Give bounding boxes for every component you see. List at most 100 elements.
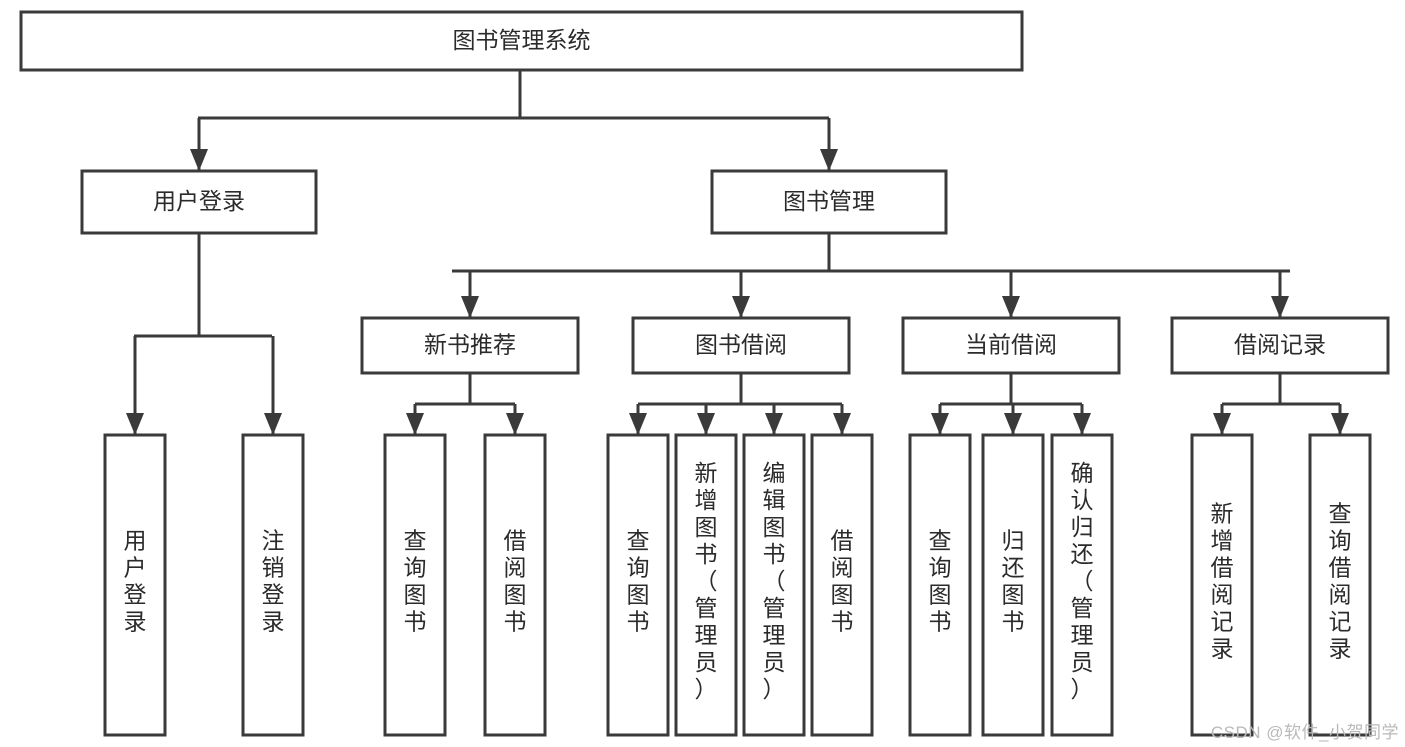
arrow-head-icon — [833, 413, 851, 435]
leaf-node-5[interactable]: 新增图书（管理员） — [674, 433, 738, 737]
leaf-node-rect[interactable] — [674, 433, 738, 737]
leaf-node-rect[interactable] — [483, 433, 547, 737]
arrow-head-icon — [1213, 413, 1231, 435]
arrow-head-icon — [931, 413, 949, 435]
drop-to-leaf-5 — [697, 404, 715, 435]
leaf-node-rect[interactable] — [1050, 433, 1114, 737]
arrow-head-icon — [406, 413, 424, 435]
level3-node-rect[interactable] — [1170, 316, 1390, 375]
drop-to-level2-0 — [190, 118, 208, 171]
leaf-node-rect[interactable] — [981, 433, 1045, 737]
arrow-head-icon — [1331, 413, 1349, 435]
arrow-head-icon — [629, 413, 647, 435]
arrow-head-icon — [1004, 413, 1022, 435]
arrow-head-icon — [765, 413, 783, 435]
arrow-head-icon — [264, 413, 282, 435]
leaf-node-label: 借阅图书 — [504, 528, 527, 635]
login-bus — [134, 233, 272, 338]
drop-to-leaf-6 — [765, 404, 783, 435]
leaf-node-3[interactable]: 借阅图书 — [483, 433, 547, 737]
arrow-head-icon — [506, 413, 524, 435]
leaf-node-label: 新增图书（管理员） — [695, 460, 718, 702]
borrow-bus — [638, 373, 842, 406]
drop-to-level3-1 — [732, 271, 750, 318]
level2-node-rect[interactable] — [710, 169, 948, 235]
leaf-node-9[interactable]: 归还图书 — [981, 433, 1045, 737]
level3-node-3[interactable]: 借阅记录 — [1170, 316, 1390, 375]
leaf-node-10[interactable]: 确认归还（管理员） — [1050, 433, 1114, 737]
leaf-node-8[interactable]: 查询图书 — [908, 433, 972, 737]
leaf-node-label: 查询图书 — [929, 528, 952, 635]
level3-node-label: 当前借阅 — [965, 332, 1057, 358]
leaf-node-6[interactable]: 编辑图书（管理员） — [742, 433, 806, 737]
leaf-node-rect[interactable] — [383, 433, 447, 737]
leaf-node-label: 确认归还（管理员） — [1071, 460, 1094, 702]
leaf-node-label: 归还图书 — [1002, 528, 1025, 635]
connector-layer — [126, 70, 1349, 435]
drop-to-level3-3 — [1271, 271, 1289, 318]
leaf-node-1[interactable]: 注销登录 — [241, 433, 305, 737]
record-bus — [1222, 373, 1340, 406]
drop-to-leaf-2 — [406, 404, 424, 435]
current-bus — [940, 373, 1082, 406]
leaf-node-rect[interactable] — [1190, 433, 1254, 737]
leaf-node-rect[interactable] — [908, 433, 972, 737]
drop-to-leaf-1 — [264, 336, 282, 435]
drop-to-level3-0 — [461, 271, 479, 318]
leaf-node-label: 编辑图书（管理员） — [763, 460, 786, 702]
drop-to-leaf-0 — [126, 336, 144, 435]
arrow-head-icon — [1002, 296, 1020, 318]
drop-to-leaf-7 — [833, 404, 851, 435]
level3-node-label: 图书借阅 — [695, 332, 787, 358]
node-layer: 图书管理系统用户登录图书管理新书推荐图书借阅当前借阅借阅记录用户登录注销登录查询… — [19, 10, 1390, 737]
leaf-node-12[interactable]: 查询借阅记录 — [1308, 433, 1372, 737]
root-node-0[interactable]: 图书管理系统 — [19, 10, 1024, 72]
level3-node-label: 借阅记录 — [1234, 332, 1326, 358]
leaf-node-11[interactable]: 新增借阅记录 — [1190, 433, 1254, 737]
level2-node-1[interactable]: 图书管理 — [710, 169, 948, 235]
level3-node-1[interactable]: 图书借阅 — [631, 316, 851, 375]
level2-node-0[interactable]: 用户登录 — [80, 169, 318, 235]
leaf-node-label: 用户登录 — [124, 528, 147, 635]
csdn-watermark: CSDN @软件_小贺同学 — [1210, 723, 1399, 742]
root-node-rect[interactable] — [19, 10, 1024, 72]
level2-node-label: 用户登录 — [153, 188, 245, 214]
leaf-node-label: 注销登录 — [262, 528, 285, 635]
leaf-node-rect[interactable] — [241, 433, 305, 737]
root-bus — [198, 70, 829, 120]
drop-to-leaf-8 — [931, 404, 949, 435]
arrow-head-icon — [697, 413, 715, 435]
newbook-bus — [415, 373, 515, 406]
leaf-node-rect[interactable] — [606, 433, 670, 737]
drop-to-level2-1 — [820, 118, 838, 171]
leaf-node-rect[interactable] — [742, 433, 806, 737]
level2-node-label: 图书管理 — [783, 188, 875, 214]
level3-node-rect[interactable] — [631, 316, 851, 375]
drop-to-leaf-11 — [1213, 404, 1231, 435]
leaf-node-rect[interactable] — [103, 433, 167, 737]
arrow-head-icon — [1271, 296, 1289, 318]
leaf-node-4[interactable]: 查询图书 — [606, 433, 670, 737]
leaf-node-rect[interactable] — [810, 433, 874, 737]
leaf-node-rect[interactable] — [1308, 433, 1372, 737]
leaf-node-label: 查询图书 — [404, 528, 427, 635]
drop-to-leaf-3 — [506, 404, 524, 435]
arrow-head-icon — [126, 413, 144, 435]
leaf-node-label: 新增借阅记录 — [1211, 501, 1234, 662]
drop-to-leaf-12 — [1331, 404, 1349, 435]
level3-node-2[interactable]: 当前借阅 — [901, 316, 1121, 375]
leaf-node-label: 查询图书 — [627, 528, 650, 635]
level3-node-0[interactable]: 新书推荐 — [360, 316, 580, 375]
level2-node-rect[interactable] — [80, 169, 318, 235]
leaf-node-0[interactable]: 用户登录 — [103, 433, 167, 737]
drop-to-level3-2 — [1002, 271, 1020, 318]
leaf-node-2[interactable]: 查询图书 — [383, 433, 447, 737]
manage-bus — [452, 233, 1290, 273]
drop-to-leaf-10 — [1073, 404, 1091, 435]
leaf-node-7[interactable]: 借阅图书 — [810, 433, 874, 737]
level3-node-label: 新书推荐 — [424, 332, 516, 358]
level3-node-rect[interactable] — [901, 316, 1121, 375]
level3-node-rect[interactable] — [360, 316, 580, 375]
